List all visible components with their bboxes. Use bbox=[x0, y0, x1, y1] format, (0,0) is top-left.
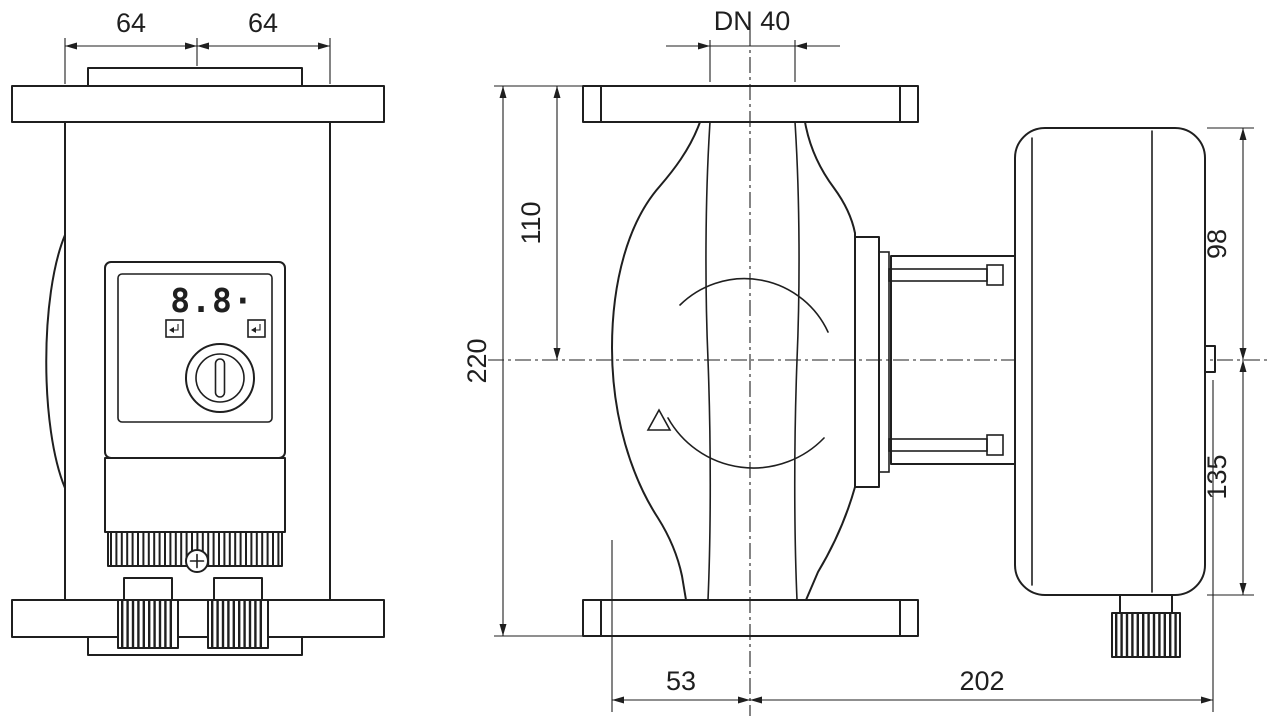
module-panel bbox=[117, 273, 273, 423]
flow-channel-left bbox=[705, 121, 712, 601]
dim-label-dn40: DN 40 bbox=[714, 6, 791, 36]
dim-label-135: 135 bbox=[1202, 454, 1232, 499]
control-module-side bbox=[1014, 127, 1216, 658]
tie-bolt-bottom bbox=[888, 434, 1004, 456]
vent-triangle-icon bbox=[646, 408, 672, 431]
dim-label-220: 220 bbox=[462, 338, 492, 383]
dimension-110: 110 bbox=[494, 85, 583, 360]
cable-gland-left bbox=[117, 577, 179, 649]
tie-bolt-top bbox=[888, 264, 1004, 286]
knob-slot bbox=[214, 358, 226, 398]
volute-lower-arc bbox=[667, 417, 825, 469]
dim-label-64-right: 64 bbox=[248, 8, 278, 38]
volute-upper-arc bbox=[679, 277, 829, 333]
dimension-220: 220 bbox=[462, 86, 583, 637]
control-knob bbox=[185, 343, 255, 413]
volute-bulge bbox=[45, 234, 66, 489]
top-flange-front bbox=[11, 67, 385, 123]
bottom-flange-side bbox=[582, 599, 919, 637]
dim-label-110: 110 bbox=[516, 201, 546, 244]
dim-label-53: 53 bbox=[666, 666, 696, 696]
dimension-202: 202 bbox=[750, 380, 1214, 712]
dimension-dn40: DN 40 bbox=[666, 6, 840, 82]
dimension-135: 135 bbox=[1202, 360, 1254, 596]
dimension-53: 53 bbox=[611, 540, 750, 712]
dim-label-64-left: 64 bbox=[116, 8, 146, 38]
control-module-front: 8.8· bbox=[104, 261, 286, 459]
flow-channel-right bbox=[793, 121, 800, 601]
side-view: DN 40 110 220 98 bbox=[462, 6, 1270, 716]
terminal-box-front bbox=[104, 457, 286, 573]
screw-icon bbox=[185, 549, 209, 573]
pump-body-front bbox=[45, 121, 331, 601]
motor-flange-plate bbox=[854, 236, 880, 488]
top-flange-side bbox=[582, 85, 919, 123]
setting-button-left bbox=[165, 319, 184, 338]
cable-gland-right bbox=[207, 577, 269, 649]
dimension-flange-widths: 64 64 bbox=[64, 8, 331, 84]
setting-button-right bbox=[247, 319, 266, 338]
dimension-98: 98 bbox=[1202, 127, 1254, 360]
pump-volute-side bbox=[611, 121, 856, 601]
dim-label-202: 202 bbox=[959, 666, 1004, 696]
module-tab bbox=[1204, 345, 1216, 373]
cable-gland-side bbox=[1111, 594, 1181, 658]
motor-section bbox=[854, 236, 1019, 488]
front-view: 8.8· bbox=[11, 8, 385, 656]
dim-label-98: 98 bbox=[1202, 229, 1232, 259]
bottom-flange-front bbox=[11, 599, 385, 656]
led-display: 8.8· bbox=[170, 281, 253, 320]
